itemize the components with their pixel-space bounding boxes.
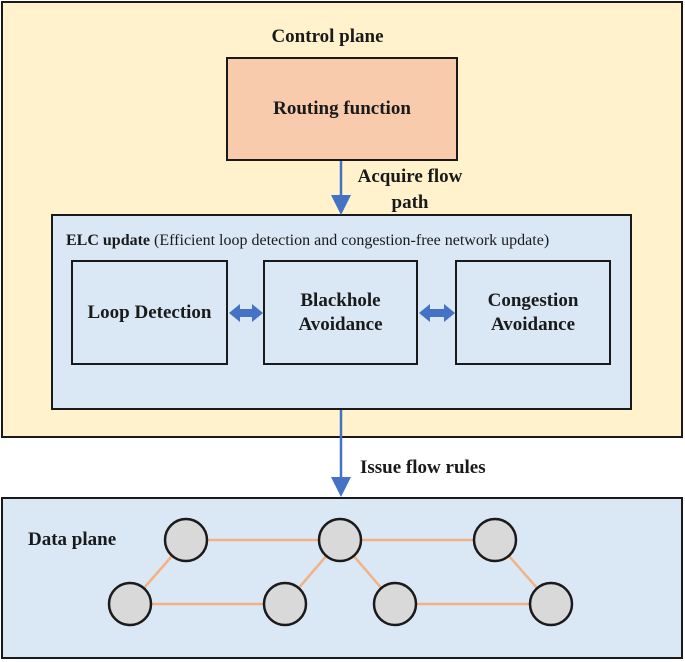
- acquire-label-line2: path: [391, 192, 429, 213]
- congestion-label-line1: Congestion: [487, 289, 579, 311]
- congestion-avoidance-box: Congestion Avoidance: [455, 260, 611, 365]
- network-node: [372, 581, 418, 627]
- blackhole-label-line2: Avoidance: [298, 313, 383, 335]
- congestion-label-line2: Avoidance: [490, 313, 576, 335]
- data-plane-title: Data plane: [28, 529, 117, 550]
- loop-blackhole-double-arrow: [229, 304, 263, 322]
- blackhole-label-line1: Blackhole: [300, 289, 381, 311]
- blackhole-congestion-double-arrow: [419, 304, 455, 322]
- network-node: [262, 581, 308, 627]
- acquire-flow-path-label: Acquire flow path: [350, 164, 470, 216]
- control-plane-title: Control plane: [271, 26, 384, 47]
- network-node: [107, 581, 153, 627]
- network-node: [528, 581, 574, 627]
- network-nodes: [107, 517, 574, 627]
- elc-update-title: ELC update (Efficient loop detection and…: [66, 232, 626, 250]
- routing-function-label: Routing function: [273, 98, 411, 119]
- network-node: [472, 517, 518, 563]
- loop-detection-box: Loop Detection: [71, 260, 228, 365]
- acquire-label-line1: Acquire flow: [357, 166, 463, 187]
- loop-detection-label: Loop Detection: [87, 301, 212, 323]
- network-node: [163, 517, 209, 563]
- issue-flow-rules-label: Issue flow rules: [360, 457, 486, 478]
- blackhole-avoidance-box: Blackhole Avoidance: [263, 260, 418, 365]
- elc-title-bold: ELC update: [66, 232, 151, 249]
- routing-function-box: Routing function: [226, 57, 458, 161]
- network-node: [317, 517, 363, 563]
- elc-title-rest: (Efficient loop detection and congestion…: [150, 232, 550, 249]
